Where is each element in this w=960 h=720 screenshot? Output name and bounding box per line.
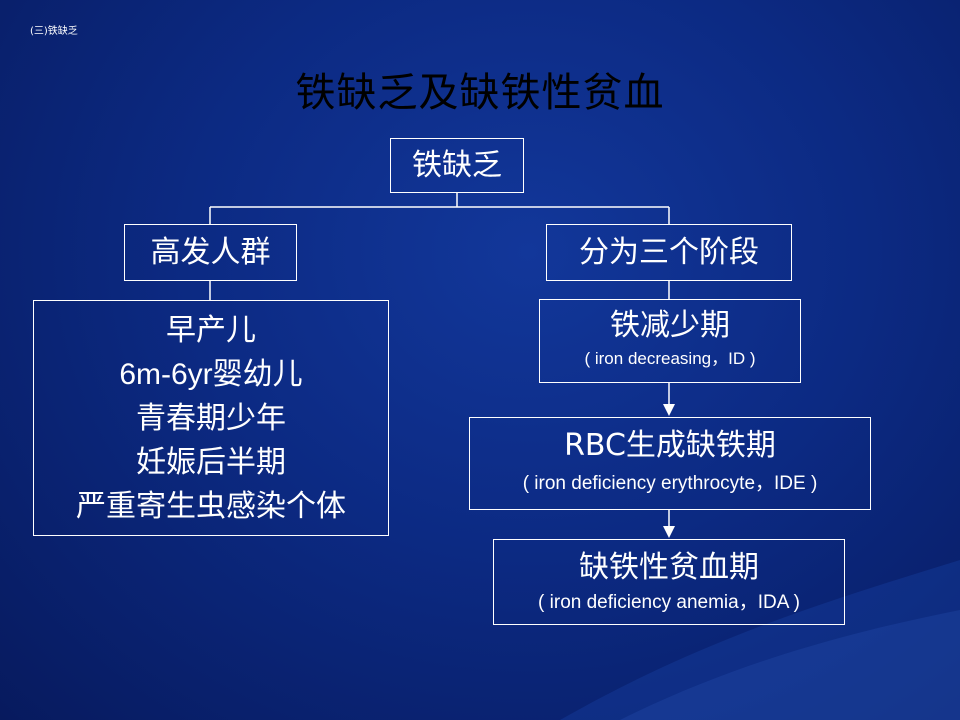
stage-subtitle: ( iron deficiency erythrocyte，IDE ) xyxy=(522,473,818,494)
stage-subtitle: ( iron decreasing，ID ) xyxy=(584,349,756,368)
slide-title: 铁缺乏及缺铁性贫血 xyxy=(295,70,665,116)
stage-name: 铁减少期 xyxy=(610,308,730,343)
stage-name: RBC生成缺铁期 xyxy=(564,428,776,463)
stage-subtitle: ( iron deficiency anemia，IDA ) xyxy=(538,592,800,613)
stage-name: 缺铁性贫血期 xyxy=(579,550,759,585)
stage-iron-deficiency-anemia: 缺铁性贫血期 ( iron deficiency anemia，IDA ) xyxy=(493,539,845,625)
section-label: (三)铁缺乏 xyxy=(30,26,78,37)
stage-iron-deficiency-erythrocyte: RBC生成缺铁期 ( iron deficiency erythrocyte，I… xyxy=(469,417,871,510)
group-item: 青春期少年 xyxy=(136,401,286,436)
group-item: 严重寄生虫感染个体 xyxy=(76,489,346,524)
group-item: 6m-6yr婴幼儿 xyxy=(119,358,303,391)
group-item: 妊娠后半期 xyxy=(136,445,286,480)
group-item: 早产儿 xyxy=(166,313,256,348)
high-risk-groups-node: 高发人群 xyxy=(124,224,297,281)
root-node: 铁缺乏 xyxy=(390,138,524,193)
three-stages-node: 分为三个阶段 xyxy=(546,224,792,281)
stage-iron-decreasing: 铁减少期 ( iron decreasing，ID ) xyxy=(539,299,801,383)
high-risk-groups-list: 早产儿 6m-6yr婴幼儿 青春期少年 妊娠后半期 严重寄生虫感染个体 xyxy=(33,300,389,536)
